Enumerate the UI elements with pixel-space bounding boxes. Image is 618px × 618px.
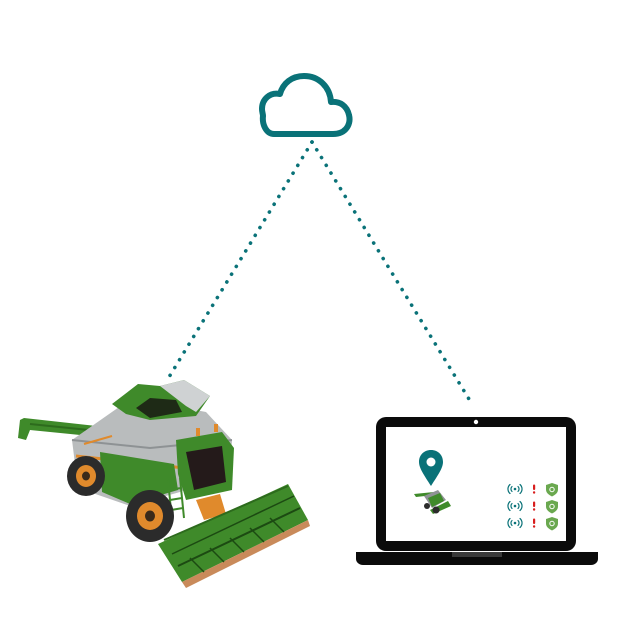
dashboard [414, 450, 558, 531]
wireless-signal-icon [507, 500, 523, 512]
laptop-notch [452, 552, 502, 557]
exclamation-icon [532, 484, 536, 494]
connection-harvester-to-cloud [164, 140, 314, 384]
harvester-front-wheel [126, 490, 174, 542]
harvester-rear-wheel [67, 456, 105, 496]
laptop-icon [356, 417, 598, 565]
shield-check-icon [546, 517, 558, 531]
laptop-base [356, 552, 598, 565]
harvester-header [158, 484, 310, 588]
status-row [507, 517, 558, 531]
status-row [507, 483, 558, 497]
laptop-screen [386, 427, 566, 541]
connection-lines [164, 140, 474, 406]
wireless-signal-icon [507, 517, 523, 529]
cloud-icon [259, 73, 353, 137]
status-list [507, 483, 558, 531]
combine-harvester-illustration [18, 380, 310, 588]
exclamation-icon [532, 518, 536, 528]
shield-check-icon [546, 483, 558, 497]
laptop-camera [473, 419, 479, 425]
connection-cloud-to-laptop [310, 140, 474, 406]
exclamation-icon [532, 501, 536, 511]
wireless-signal-icon [507, 483, 523, 495]
status-row [507, 500, 558, 514]
shield-check-icon [546, 500, 558, 514]
location-pin-icon [419, 450, 443, 486]
mini-harvester-icon [414, 490, 451, 514]
